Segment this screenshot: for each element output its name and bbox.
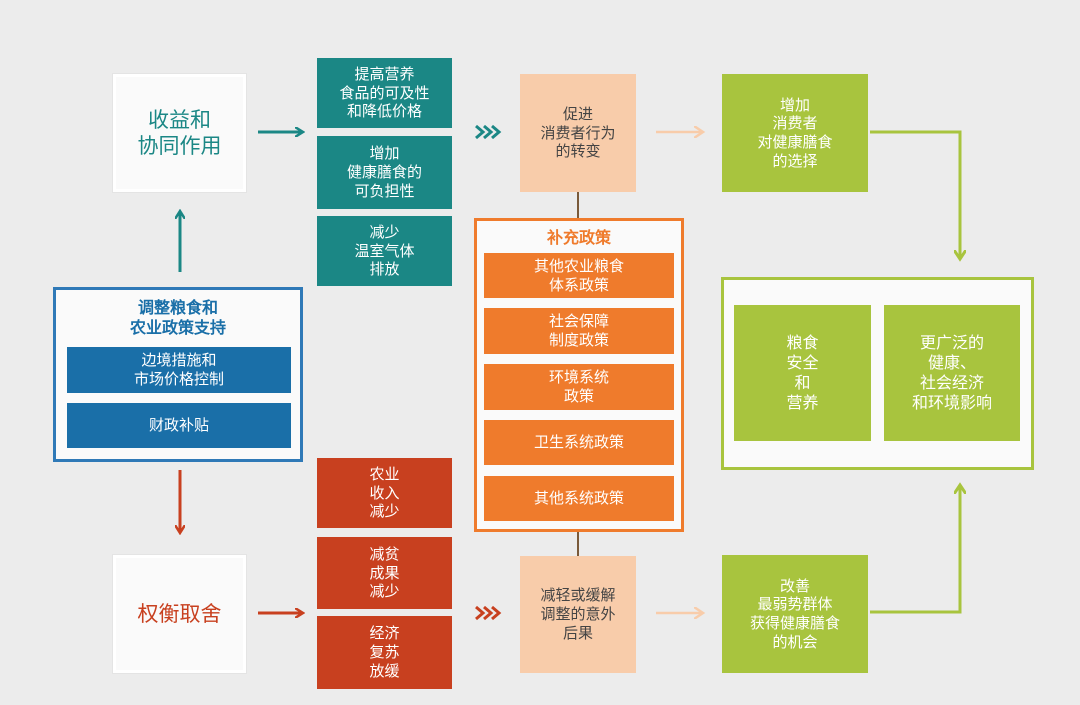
complementary-policies-title: 补充政策 — [546, 228, 611, 247]
increase-choice-box: 增加 消费者 对健康膳食 的选择 — [722, 74, 868, 192]
outcome-broader-impacts: 更广泛的 健康、 社会经济 和环境影响 — [884, 305, 1020, 441]
chevrons-teal — [475, 124, 502, 140]
policy-item-fiscal-subsidies: 财政补贴 — [67, 403, 291, 448]
arrow-green-top — [870, 130, 960, 258]
complementary-item-health: 卫生系统政策 — [484, 420, 674, 465]
tradeoff-effect-3: 经济 复苏 放缓 — [317, 616, 452, 689]
gain-effect-3: 减少 温室气体 排放 — [317, 216, 452, 286]
complementary-item-agrifood: 其他农业粮食 体系政策 — [484, 253, 674, 298]
gain-effect-1: 提高营养 食品的可及性 和降低价格 — [317, 58, 452, 128]
complementary-item-environment: 环境系统 政策 — [484, 364, 674, 410]
outcome-food-security: 粮食 安全 和 营养 — [734, 305, 871, 441]
complementary-item-other: 其他系统政策 — [484, 476, 674, 521]
policy-item-border-measures: 边境措施和 市场价格控制 — [67, 347, 291, 393]
arrow-green-bottom — [870, 486, 960, 614]
complementary-item-social-protection: 社会保障 制度政策 — [484, 308, 674, 354]
consumer-shift-box: 促进 消费者行为 的转变 — [520, 74, 636, 192]
gains-box: 收益和 协同作用 — [113, 74, 246, 192]
mitigate-box: 减轻或缓解 调整的意外 后果 — [520, 556, 636, 673]
policy-support-title: 调整粮食和 农业政策支持 — [129, 298, 226, 337]
gain-effect-2: 增加 健康膳食的 可负担性 — [317, 136, 452, 209]
improve-access-box: 改善 最弱势群体 获得健康膳食 的机会 — [722, 555, 868, 673]
tradeoff-effect-1: 农业 收入 减少 — [317, 458, 452, 528]
chevrons-red — [475, 605, 502, 621]
tradeoff-effect-2: 减贫 成果 减少 — [317, 537, 452, 609]
tradeoffs-box: 权衡取舍 — [113, 555, 246, 673]
